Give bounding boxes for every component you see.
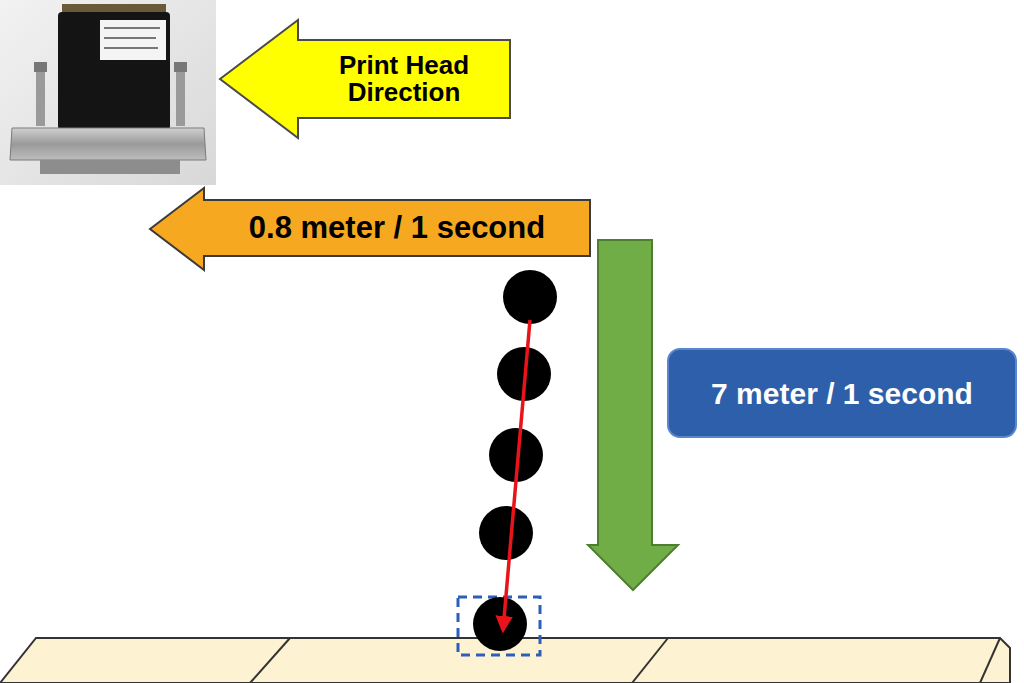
text-area: Print Head Direction (298, 40, 510, 118)
node-label: Print Head Direction (298, 52, 510, 107)
node-label: 0.8 meter / 1 second (249, 211, 545, 245)
impact-highlight (458, 597, 540, 655)
text-area: 7 meter / 1 second (667, 348, 1017, 438)
text-area: 0.8 meter / 1 second (204, 200, 590, 256)
arrow-shape (220, 20, 510, 138)
fall-velocity-arrow (588, 240, 678, 590)
arrow-shape (150, 188, 590, 270)
fall-velocity-box: 7 meter / 1 second (667, 348, 1017, 438)
ink-droplets (473, 270, 557, 651)
rounded-box (668, 349, 1016, 437)
trajectory-arrow (503, 320, 530, 630)
print-head-photo (0, 0, 216, 185)
head-velocity-arrow: 0.8 meter / 1 second (150, 188, 592, 270)
node-label: 7 meter / 1 second (711, 377, 973, 410)
direction-arrow: Print Head Direction (220, 20, 512, 138)
